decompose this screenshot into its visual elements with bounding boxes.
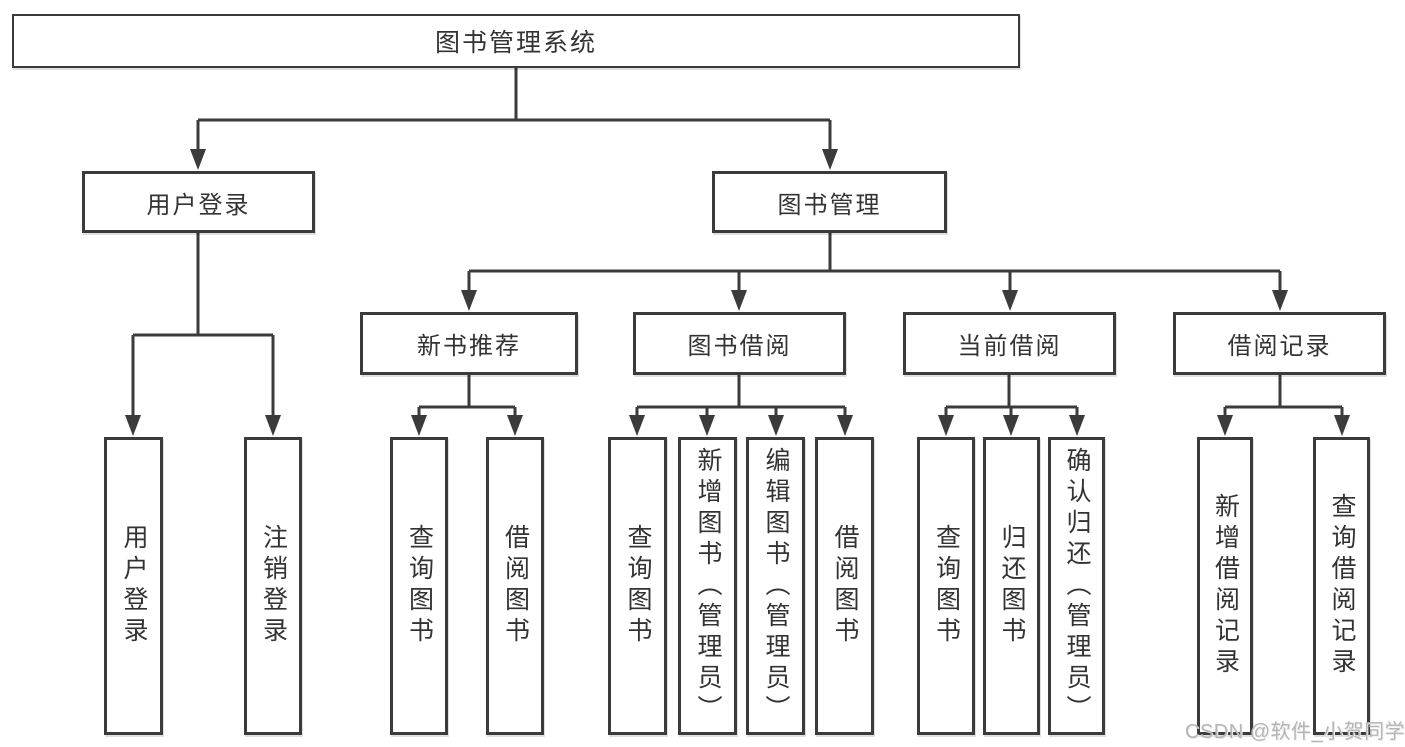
node-label: 用户登录	[146, 191, 251, 219]
leaf-query-books-3: 查询图书	[917, 437, 975, 735]
node-new-book-recommendation: 新书推荐	[360, 312, 578, 375]
node-label: 借阅记录	[1227, 333, 1332, 360]
leaf-confirm-return-admin: 确认归还（管理员）	[1048, 437, 1105, 735]
node-book-management-branch: 图书管理	[712, 171, 947, 233]
leaf-query-borrow-record: 查询借阅记录	[1313, 437, 1370, 735]
node-label: 借阅图书	[501, 524, 530, 648]
node-label: 用户登录	[120, 524, 148, 648]
node-label: 归还图书	[998, 524, 1026, 648]
node-label: 图书借阅	[687, 333, 792, 360]
leaf-borrow-books-2: 借阅图书	[815, 437, 874, 735]
csdn-watermark: CSDN @软件_小贺同学	[1185, 721, 1405, 743]
leaf-query-books-2: 查询图书	[608, 437, 667, 735]
leaf-edit-books-admin: 编辑图书（管理员）	[746, 437, 805, 735]
node-label: 查询图书	[624, 524, 652, 648]
node-label: 编辑图书（管理员）	[762, 446, 790, 726]
leaf-add-books-admin: 新增图书（管理员）	[678, 437, 737, 735]
node-label: 借阅图书	[831, 524, 859, 648]
leaf-logout: 注销登录	[244, 437, 302, 735]
leaf-query-books-1: 查询图书	[390, 437, 448, 735]
node-label: 当前借阅	[957, 333, 1062, 360]
node-label: 查询图书	[405, 524, 434, 648]
node-root-title: 图书管理系统	[12, 14, 1020, 68]
node-label: 新增借阅记录	[1211, 493, 1240, 679]
node-book-borrowing: 图书借阅	[633, 312, 846, 375]
node-label: 图书管理系统	[434, 29, 597, 57]
leaf-add-borrow-record: 新增借阅记录	[1197, 437, 1253, 735]
leaf-return-books: 归还图书	[983, 437, 1040, 735]
node-label: 注销登录	[259, 524, 288, 648]
node-user-login-branch: 用户登录	[82, 171, 315, 233]
node-label: 确认归还（管理员）	[1063, 446, 1091, 726]
node-label: 图书管理	[777, 191, 882, 219]
node-label: 查询图书	[932, 524, 961, 648]
node-current-borrowing: 当前借阅	[903, 312, 1116, 375]
node-label: 查询借阅记录	[1328, 493, 1356, 679]
leaf-user-login: 用户登录	[104, 437, 163, 735]
node-borrowing-records: 借阅记录	[1173, 312, 1386, 375]
node-label: 新书推荐	[417, 333, 521, 360]
node-label: 新增图书（管理员）	[694, 446, 722, 726]
leaf-borrow-books-1: 借阅图书	[486, 437, 544, 735]
